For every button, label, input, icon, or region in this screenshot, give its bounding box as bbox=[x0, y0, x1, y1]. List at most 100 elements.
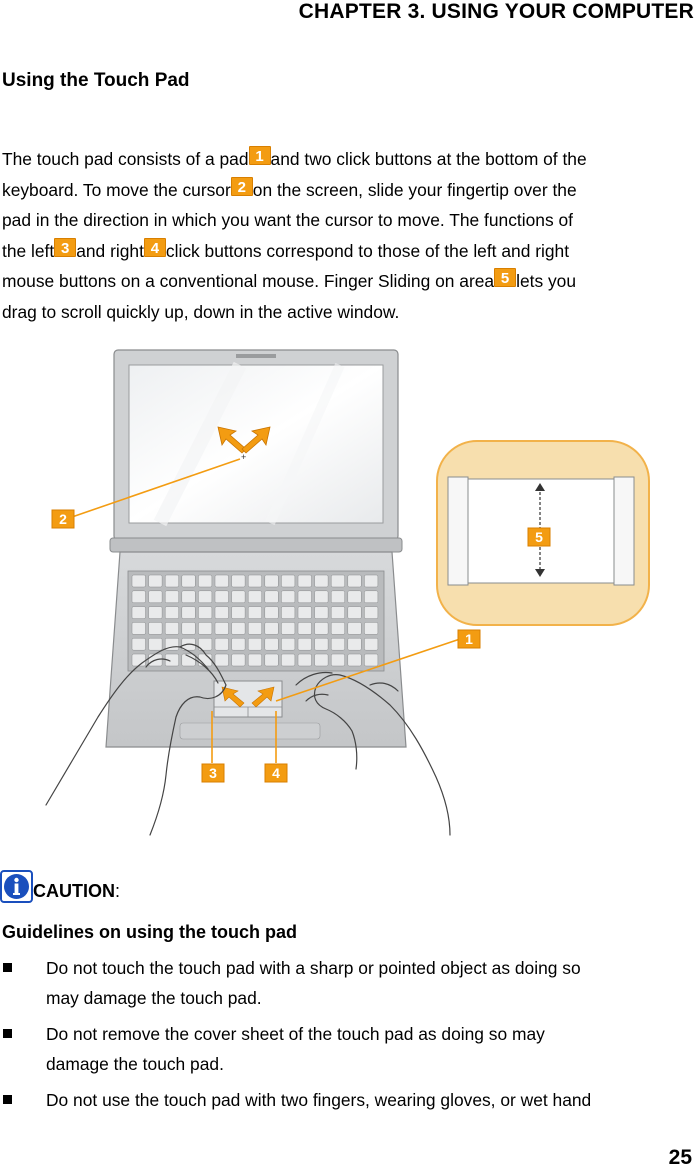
callout-badge-5: 5 bbox=[527, 527, 551, 547]
text-run: The touch pad consists of a pad bbox=[2, 149, 249, 169]
list-item: Do not remove the cover sheet of the tou… bbox=[0, 1019, 696, 1079]
list-item-line: Do not touch the touch pad with a sharp … bbox=[46, 958, 581, 978]
keyboard-key bbox=[347, 622, 362, 635]
keyboard-key bbox=[247, 590, 262, 604]
keyboard-key bbox=[214, 653, 229, 667]
keyboard-key bbox=[148, 590, 163, 604]
keyboard-key bbox=[347, 653, 362, 667]
keyboard-key bbox=[364, 622, 379, 635]
callout-badge-5: 5 bbox=[494, 268, 517, 287]
keyboard-key bbox=[198, 574, 213, 588]
keyboard-key bbox=[364, 637, 379, 651]
keyboard-key bbox=[214, 590, 229, 604]
square-bullet-icon bbox=[3, 963, 12, 972]
keyboard-key bbox=[247, 637, 262, 651]
svg-text:1: 1 bbox=[465, 631, 473, 647]
text-run: the left bbox=[2, 240, 55, 261]
keyboard-key bbox=[247, 653, 262, 667]
keyboard-key bbox=[181, 622, 196, 635]
list-item-line: Do not use the touch pad with two finger… bbox=[46, 1090, 592, 1110]
keyboard-key bbox=[330, 637, 345, 651]
square-bullet-icon bbox=[3, 1095, 12, 1104]
keyboard-key bbox=[281, 637, 296, 651]
keyboard-key bbox=[314, 653, 329, 667]
keyboard-key bbox=[330, 574, 345, 588]
keyboard-key bbox=[198, 590, 213, 604]
callout-badge-2: 2 bbox=[230, 176, 253, 196]
text-run: lets you bbox=[516, 271, 577, 291]
text-run: drag to scroll quickly up, down in the a… bbox=[2, 301, 400, 322]
text-run: and two click buttons at the bottom of t… bbox=[270, 149, 587, 169]
keyboard-key bbox=[198, 622, 213, 635]
laptop-touchpad-illustration: + bbox=[45, 349, 650, 836]
paragraph-line: pad in the direction in which you want t… bbox=[2, 205, 696, 236]
hands-outline bbox=[45, 643, 451, 836]
keyboard-key bbox=[164, 590, 179, 604]
keyboard-key bbox=[314, 622, 329, 635]
keyboard-key bbox=[330, 653, 345, 667]
laptop-base bbox=[105, 551, 407, 748]
svg-text:3: 3 bbox=[209, 765, 217, 781]
callout-badge-1: 1 bbox=[248, 146, 271, 165]
text-run: keyboard. To move the cursor bbox=[2, 179, 231, 200]
keyboard-key bbox=[281, 590, 296, 604]
keyboard-key bbox=[131, 637, 146, 651]
keyboard-key bbox=[264, 653, 279, 667]
keyboard-key bbox=[148, 637, 163, 651]
keyboard-key bbox=[247, 574, 262, 588]
callout-badge-2: 2 bbox=[51, 509, 75, 529]
svg-text:2: 2 bbox=[59, 511, 67, 527]
list-item-line: damage the touch pad. bbox=[46, 1054, 224, 1074]
keyboard-key bbox=[364, 574, 379, 588]
keyboard-key bbox=[364, 590, 379, 604]
keyboard-key bbox=[231, 637, 246, 651]
text-run: click buttons correspond to those of the… bbox=[165, 240, 570, 261]
paragraph-line: drag to scroll quickly up, down in the a… bbox=[2, 297, 696, 328]
text-run: pad in the direction in which you want t… bbox=[2, 210, 573, 230]
keyboard-key bbox=[231, 606, 246, 619]
keyboard-key bbox=[231, 653, 246, 667]
text-run: and right bbox=[76, 240, 144, 261]
keyboard-key bbox=[330, 590, 345, 604]
callout-badge-3: 3 bbox=[201, 763, 225, 783]
keyboard-key bbox=[164, 653, 179, 667]
keyboard-key bbox=[231, 574, 246, 588]
list-item-line: may damage the touch pad. bbox=[46, 988, 262, 1008]
caution-row: CAUTION: bbox=[0, 863, 120, 903]
keyboard-key bbox=[198, 606, 213, 619]
callout-badge-1: 1 bbox=[457, 629, 481, 649]
keyboard-key bbox=[314, 590, 329, 604]
cursor-arrows: + bbox=[217, 426, 271, 462]
keyboard-key bbox=[347, 637, 362, 651]
keyboard-key bbox=[131, 653, 146, 667]
keyboard-key bbox=[148, 574, 163, 588]
guidelines-list: Do not touch the touch pad with a sharp … bbox=[0, 953, 696, 1121]
keyboard-key bbox=[148, 622, 163, 635]
keyboard-key bbox=[347, 590, 362, 604]
callout-badge-4: 4 bbox=[264, 763, 288, 783]
keyboard-key bbox=[330, 606, 345, 619]
keyboard-key bbox=[164, 622, 179, 635]
keyboard-key bbox=[164, 574, 179, 588]
keyboard-key bbox=[297, 622, 312, 635]
keyboard-key bbox=[247, 606, 262, 619]
keyboard-key bbox=[297, 653, 312, 667]
keyboard-key bbox=[214, 574, 229, 588]
keyboard-key bbox=[181, 590, 196, 604]
svg-text:5: 5 bbox=[535, 529, 543, 545]
square-bullet-icon bbox=[3, 1029, 12, 1038]
info-icon bbox=[0, 870, 33, 903]
text-run: mouse buttons on a conventional mouse. F… bbox=[2, 271, 495, 291]
list-item-line: Do not remove the cover sheet of the tou… bbox=[46, 1024, 545, 1044]
keyboard-key bbox=[264, 606, 279, 619]
keyboard-key bbox=[330, 622, 345, 635]
keyboard-key bbox=[131, 606, 146, 619]
paragraph-line: mouse buttons on a conventional mouse. F… bbox=[2, 266, 696, 297]
keyboard-key bbox=[297, 590, 312, 604]
keyboard-key bbox=[148, 606, 163, 619]
callout-leaders bbox=[71, 458, 461, 763]
keyboard-key bbox=[181, 574, 196, 588]
